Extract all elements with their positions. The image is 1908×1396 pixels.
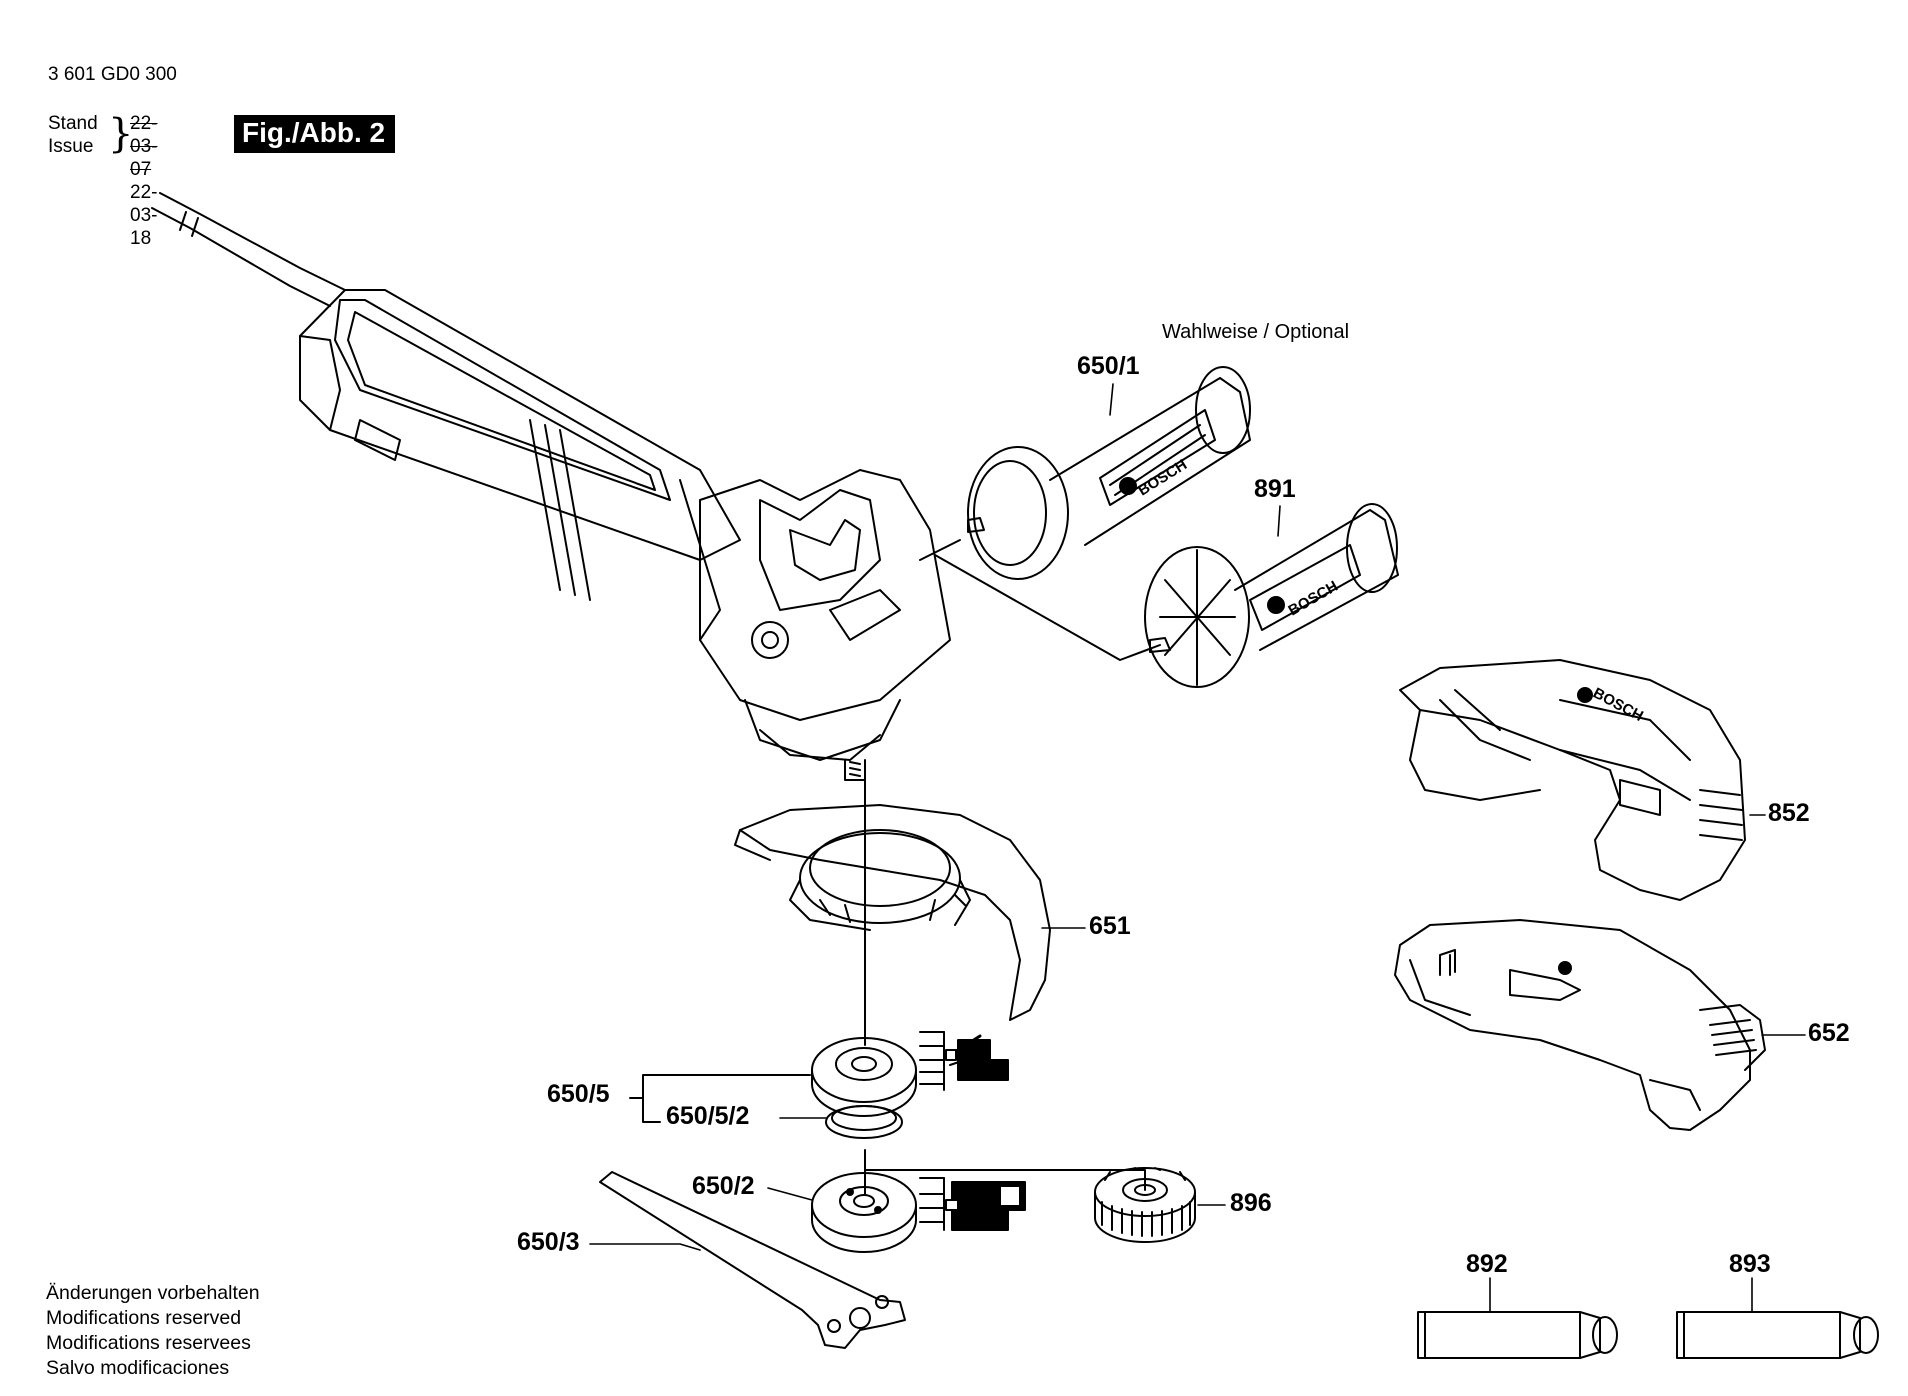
footer-line-es: Salvo modificaciones	[46, 1357, 230, 1379]
stand-label: Stand	[48, 113, 98, 134]
angle-grinder-body	[299, 289, 951, 781]
part-label-650-1: 650/1	[1077, 352, 1140, 380]
figure-badge: Fig./Abb. 2	[234, 115, 396, 153]
part-label-650-5-2: 650/5/2	[666, 1102, 750, 1130]
grease-tube-892	[1417, 1311, 1618, 1359]
power-cord	[151, 192, 346, 307]
flange-profile-symbol-2	[919, 1177, 1026, 1231]
label-leader-lines	[589, 383, 1806, 1313]
part-label-893: 893	[1729, 1250, 1771, 1278]
guard-651	[734, 804, 1051, 1021]
old-date: 22-03-07	[130, 113, 158, 180]
optional-note: Wahlweise / Optional	[1162, 321, 1350, 343]
part-label-651: 651	[1089, 912, 1131, 940]
guard-652	[1394, 919, 1766, 1131]
part-label-652: 652	[1808, 1019, 1850, 1047]
footer-line-de: Änderungen vorbehalten	[46, 1282, 260, 1304]
part-label-650-2: 650/2	[692, 1172, 755, 1200]
flange-nut-650-2	[811, 1172, 917, 1253]
flange-profile-symbol-1	[919, 1031, 1009, 1091]
part-label-896: 896	[1230, 1189, 1272, 1217]
part-label-852: 852	[1768, 799, 1810, 827]
part-label-650-3: 650/3	[517, 1228, 580, 1256]
handle-891	[1144, 503, 1399, 688]
quick-clamp-nut-896	[1094, 1167, 1196, 1243]
footer-line-en: Modifications reserved	[46, 1307, 242, 1329]
handle-brand-891: BOSCH	[1286, 578, 1341, 620]
spanner-650-3	[599, 1171, 906, 1349]
stand-issue-dates: 22-03-07 22-03-18	[130, 112, 157, 250]
footer-line-fr: Modifications reservees	[46, 1332, 251, 1354]
part-label-650-5: 650/5	[547, 1080, 610, 1108]
grease-tube-893	[1676, 1311, 1879, 1359]
brace-symbol: }	[108, 111, 134, 157]
footer-notes: Änderungen vorbehalten Modifications res…	[46, 1281, 260, 1381]
stand-issue-labels: Stand Issue	[48, 112, 98, 158]
o-ring-650-5-2	[825, 1105, 903, 1139]
part-label-891: 891	[1254, 475, 1296, 503]
handle-650-1	[967, 366, 1251, 580]
document-number: 3 601 GD0 300	[48, 64, 177, 85]
flange-650-5	[811, 1037, 917, 1117]
issue-label: Issue	[48, 136, 94, 157]
issue-date: 22-03-18	[130, 182, 158, 249]
handle-connector-lines	[919, 539, 1161, 661]
part-label-892: 892	[1466, 1250, 1508, 1278]
guard-852	[1399, 659, 1746, 901]
guard-brand-852: BOSCH	[1590, 685, 1646, 725]
bracket-650-5	[629, 1074, 811, 1123]
